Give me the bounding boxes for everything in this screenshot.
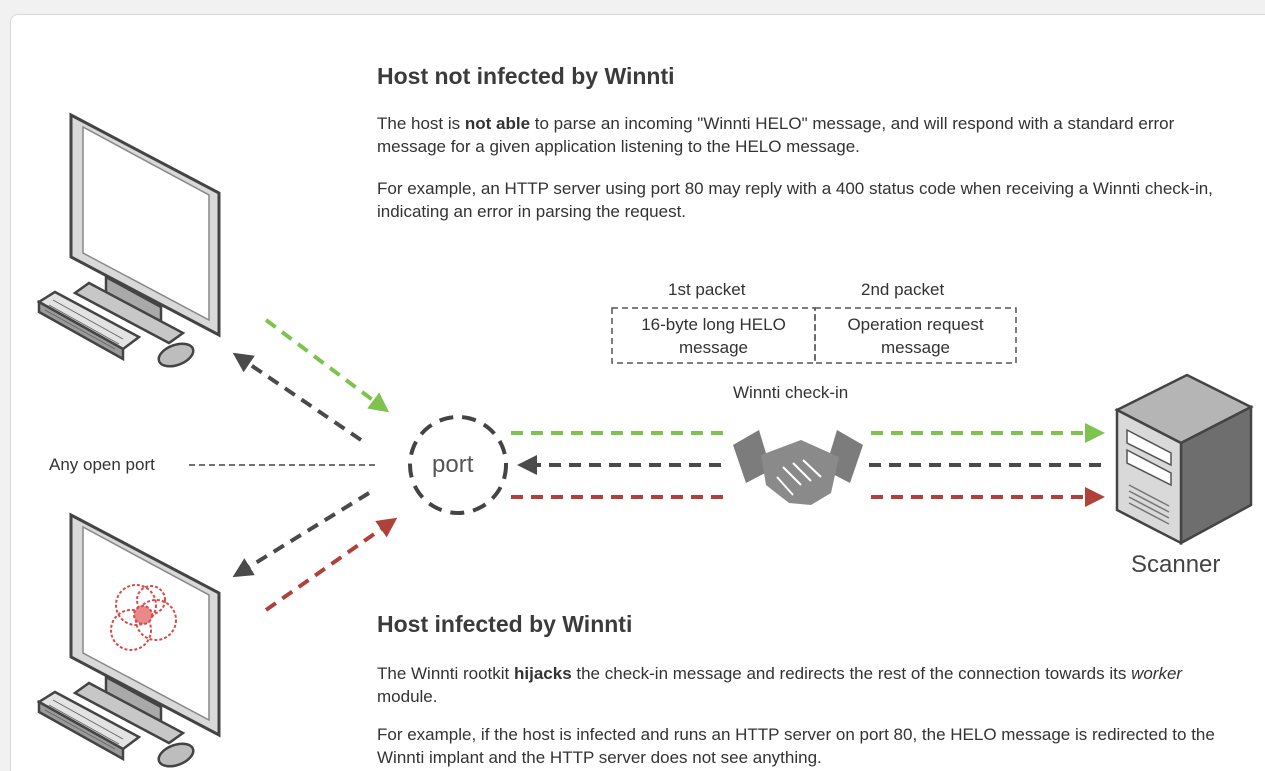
dark-arrow-to-top-host [232, 352, 363, 442]
diagram-canvas: Host not infected by Winnti The host is … [10, 14, 1265, 771]
scanner-label: Scanner [1131, 551, 1221, 578]
port-circle [408, 415, 508, 515]
top-section-paragraph-2: For example, an HTTP server using port 8… [377, 179, 1213, 221]
second-packet-label: 2nd packet [861, 280, 945, 299]
computer-icon [36, 112, 221, 368]
dark-arrow-to-bottom-host [232, 491, 371, 578]
port-label: port [432, 451, 474, 478]
diagram-graphics [36, 112, 1254, 768]
first-packet-label: 1st packet [668, 280, 746, 299]
computer-icon [36, 512, 221, 768]
bottom-section-paragraph-2: For example, if the host is infected and… [377, 725, 1215, 767]
bottom-section-title: Host infected by Winnti [377, 611, 633, 637]
top-section-paragraph-1: The host is not able to parse an incomin… [377, 114, 1175, 156]
handshake-icon [729, 430, 869, 505]
server-icon [1114, 373, 1254, 546]
first-packet-text: 16-byte long HELO message [641, 315, 786, 357]
checkin-caption: Winnti check-in [733, 383, 849, 402]
green-arrow-to-port [264, 318, 390, 413]
open-port-label: Any open port [49, 455, 155, 474]
top-section-title: Host not infected by Winnti [377, 63, 675, 89]
second-packet-box [814, 307, 1017, 364]
bottom-section-paragraph-1: The Winnti rootkit hijacks the check-in … [377, 664, 1183, 706]
infection-icon [110, 584, 177, 651]
second-packet-text: Operation request message [847, 315, 984, 357]
red-arrow-to-port [264, 517, 398, 612]
